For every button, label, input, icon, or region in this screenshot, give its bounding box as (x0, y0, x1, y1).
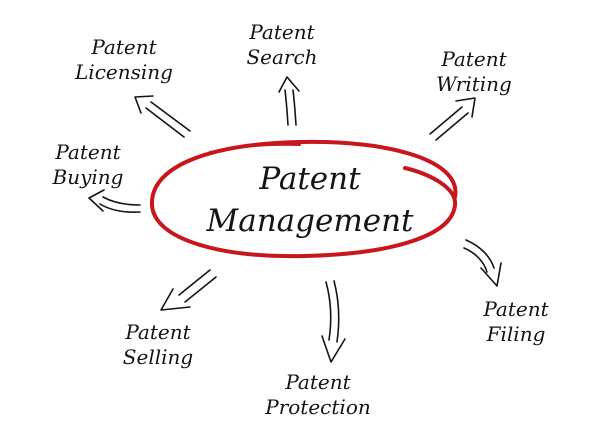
node-licensing: Patent Licensing (58, 35, 190, 85)
arrow-to-protection (322, 281, 345, 362)
node-filing-line1: Patent (466, 297, 566, 322)
node-search: Patent Search (232, 20, 332, 70)
central-concept: Patent Management (175, 158, 445, 242)
arrow-to-writing (430, 98, 475, 140)
central-concept-line2: Management (175, 200, 445, 242)
node-filing-line2: Filing (466, 322, 566, 347)
arrow-to-licensing (135, 96, 190, 137)
node-buying-line1: Patent (38, 140, 138, 165)
arrow-to-selling (161, 270, 216, 310)
node-writing: Patent Writing (418, 47, 530, 97)
node-selling-line2: Selling (108, 345, 208, 370)
node-selling-line1: Patent (108, 320, 208, 345)
node-search-line1: Patent (232, 20, 332, 45)
node-search-line2: Search (232, 45, 332, 70)
node-protection-line1: Patent (248, 370, 388, 395)
arrow-to-search (279, 77, 299, 125)
node-selling: Patent Selling (108, 320, 208, 370)
node-buying: Patent Buying (38, 140, 138, 190)
node-licensing-line1: Patent (58, 35, 190, 60)
arrow-to-filing (464, 240, 501, 286)
node-protection-line2: Protection (248, 395, 388, 420)
node-writing-line2: Writing (418, 72, 530, 97)
node-licensing-line2: Licensing (58, 60, 190, 85)
central-concept-line1: Patent (175, 158, 445, 200)
arrow-to-buying (89, 190, 140, 212)
node-filing: Patent Filing (466, 297, 566, 347)
node-protection: Patent Protection (248, 370, 388, 420)
node-writing-line1: Patent (418, 47, 530, 72)
node-buying-line2: Buying (38, 165, 138, 190)
